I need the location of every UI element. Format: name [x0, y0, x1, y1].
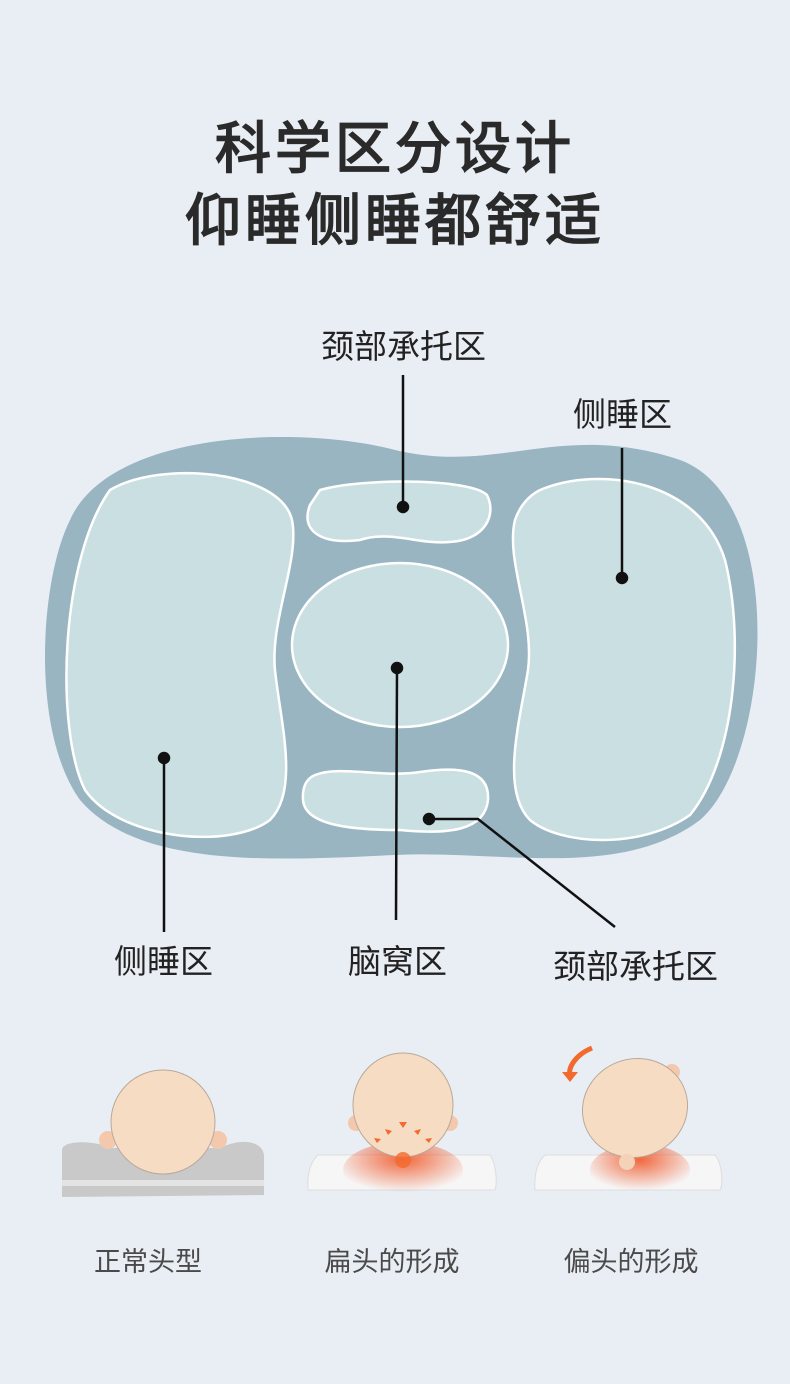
caption-flat-head: 扁头的形成 [324, 1247, 460, 1278]
label-side-sleep-right: 侧睡区 [573, 395, 672, 434]
label-side-sleep-left: 侧睡区 [114, 942, 213, 981]
rotation-arrow-icon [567, 1045, 594, 1076]
tilted-head-illustration [534, 1045, 723, 1196]
label-neck-support-bottom: 颈部承托区 [553, 947, 718, 986]
headline-line1: 科学区分设计 [215, 117, 575, 182]
flat-head-illustration [307, 1052, 497, 1198]
label-neck-support-top: 颈部承托区 [321, 327, 486, 366]
zone-head [290, 561, 510, 729]
headline-line2: 仰睡侧睡都舒适 [185, 189, 605, 254]
normal-head-illustration [62, 1069, 264, 1197]
zone-side-right [511, 477, 736, 842]
caption-tilted-head: 偏头的形成 [563, 1247, 699, 1278]
zone-neck-top [306, 480, 492, 544]
zone-side-left [65, 471, 295, 839]
caption-normal-head: 正常头型 [94, 1247, 202, 1278]
label-head-hollow: 脑窝区 [348, 942, 447, 981]
